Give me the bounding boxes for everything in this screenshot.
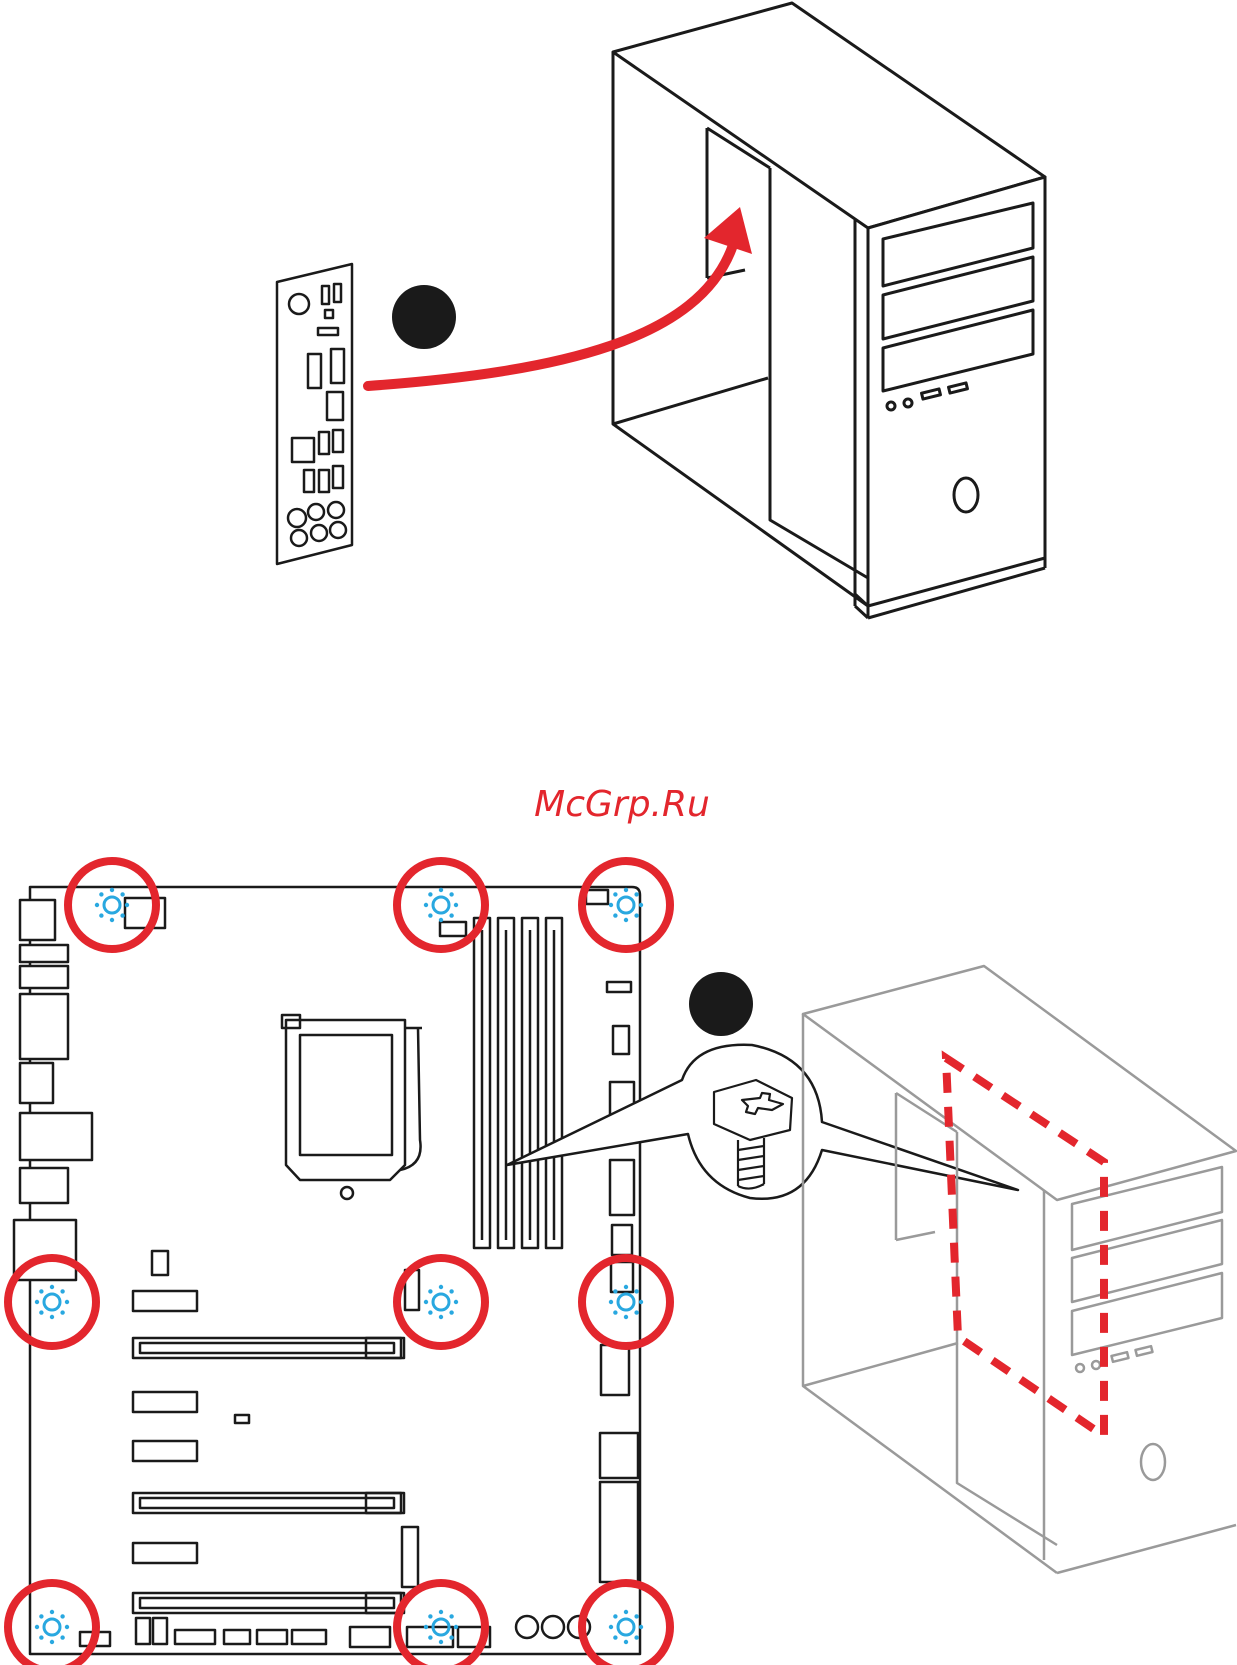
standoff-dot bbox=[50, 1285, 54, 1289]
standoff-dot bbox=[613, 913, 617, 917]
standoff-dot bbox=[439, 918, 443, 922]
standoff-dot bbox=[439, 1285, 443, 1289]
standoff-dot bbox=[454, 903, 458, 907]
standoff-dot bbox=[439, 1315, 443, 1319]
standoff-dot bbox=[609, 1300, 613, 1304]
standoff-dot bbox=[39, 1310, 43, 1314]
standoff-dot bbox=[35, 1625, 39, 1629]
standoff-dot bbox=[634, 1635, 638, 1639]
step-marker-2 bbox=[689, 972, 753, 1036]
standoff-dot bbox=[613, 1635, 617, 1639]
standoff-dot bbox=[624, 1315, 628, 1319]
standoff-dot bbox=[65, 1300, 69, 1304]
standoff-dot bbox=[428, 1614, 432, 1618]
standoff-dot bbox=[120, 913, 124, 917]
standoff-dot bbox=[624, 888, 628, 892]
standoff-dot bbox=[639, 903, 643, 907]
standoff-dot bbox=[35, 1300, 39, 1304]
standoff-dot bbox=[428, 913, 432, 917]
standoff-dot bbox=[120, 892, 124, 896]
standoff-dot bbox=[39, 1614, 43, 1618]
standoff-dot bbox=[634, 892, 638, 896]
standoff-dot bbox=[624, 918, 628, 922]
standoff-dot bbox=[428, 1635, 432, 1639]
standoff-dot bbox=[99, 892, 103, 896]
standoff-dot bbox=[634, 1614, 638, 1618]
standoff-dot bbox=[624, 1610, 628, 1614]
standoff-dot bbox=[439, 1640, 443, 1644]
standoff-dot bbox=[449, 892, 453, 896]
standoff-dot bbox=[449, 1310, 453, 1314]
standoff-dot bbox=[99, 913, 103, 917]
step-marker-1 bbox=[392, 285, 456, 349]
standoff-dot bbox=[428, 1289, 432, 1293]
standoff-dot bbox=[428, 1310, 432, 1314]
standoff-dot bbox=[424, 1300, 428, 1304]
watermark: McGrp.Ru bbox=[534, 784, 710, 825]
standoff-dot bbox=[449, 1289, 453, 1293]
standoff-dot bbox=[449, 913, 453, 917]
standoff-dot bbox=[634, 1289, 638, 1293]
standoff-dot bbox=[449, 1635, 453, 1639]
standoff-dot bbox=[110, 888, 114, 892]
standoff-dot bbox=[110, 918, 114, 922]
standoff-dot bbox=[624, 1640, 628, 1644]
standoff-dot bbox=[454, 1300, 458, 1304]
standoff-dot bbox=[424, 1625, 428, 1629]
standoff-dot bbox=[449, 1614, 453, 1618]
standoff-dot bbox=[624, 1285, 628, 1289]
standoff-dot bbox=[613, 1614, 617, 1618]
bottom-case-icon bbox=[803, 966, 1236, 1573]
standoff-dot bbox=[613, 892, 617, 896]
standoff-dot bbox=[613, 1310, 617, 1314]
standoff-dot bbox=[125, 903, 129, 907]
standoff-dot bbox=[613, 1289, 617, 1293]
standoff-dot bbox=[428, 892, 432, 896]
standoff-dot bbox=[439, 888, 443, 892]
standoff-dot bbox=[639, 1625, 643, 1629]
motherboard-icon bbox=[14, 887, 640, 1654]
standoff-dot bbox=[454, 1625, 458, 1629]
standoff-dot bbox=[609, 903, 613, 907]
standoff-dot bbox=[424, 903, 428, 907]
standoff-dot bbox=[439, 1610, 443, 1614]
standoff-dot bbox=[50, 1315, 54, 1319]
standoff-dot bbox=[609, 1625, 613, 1629]
standoff-dot bbox=[39, 1635, 43, 1639]
standoff-dot bbox=[39, 1289, 43, 1293]
standoff-dot bbox=[60, 1310, 64, 1314]
standoff-dot bbox=[60, 1289, 64, 1293]
standoff-dot bbox=[65, 1625, 69, 1629]
standoff-dot bbox=[60, 1614, 64, 1618]
standoff-dot bbox=[639, 1300, 643, 1304]
standoff-dot bbox=[60, 1635, 64, 1639]
standoff-dot bbox=[50, 1610, 54, 1614]
standoff-dot bbox=[95, 903, 99, 907]
io-shield-icon bbox=[277, 264, 352, 564]
standoff-dot bbox=[634, 1310, 638, 1314]
standoff-dot bbox=[50, 1640, 54, 1644]
standoff-dot bbox=[634, 913, 638, 917]
